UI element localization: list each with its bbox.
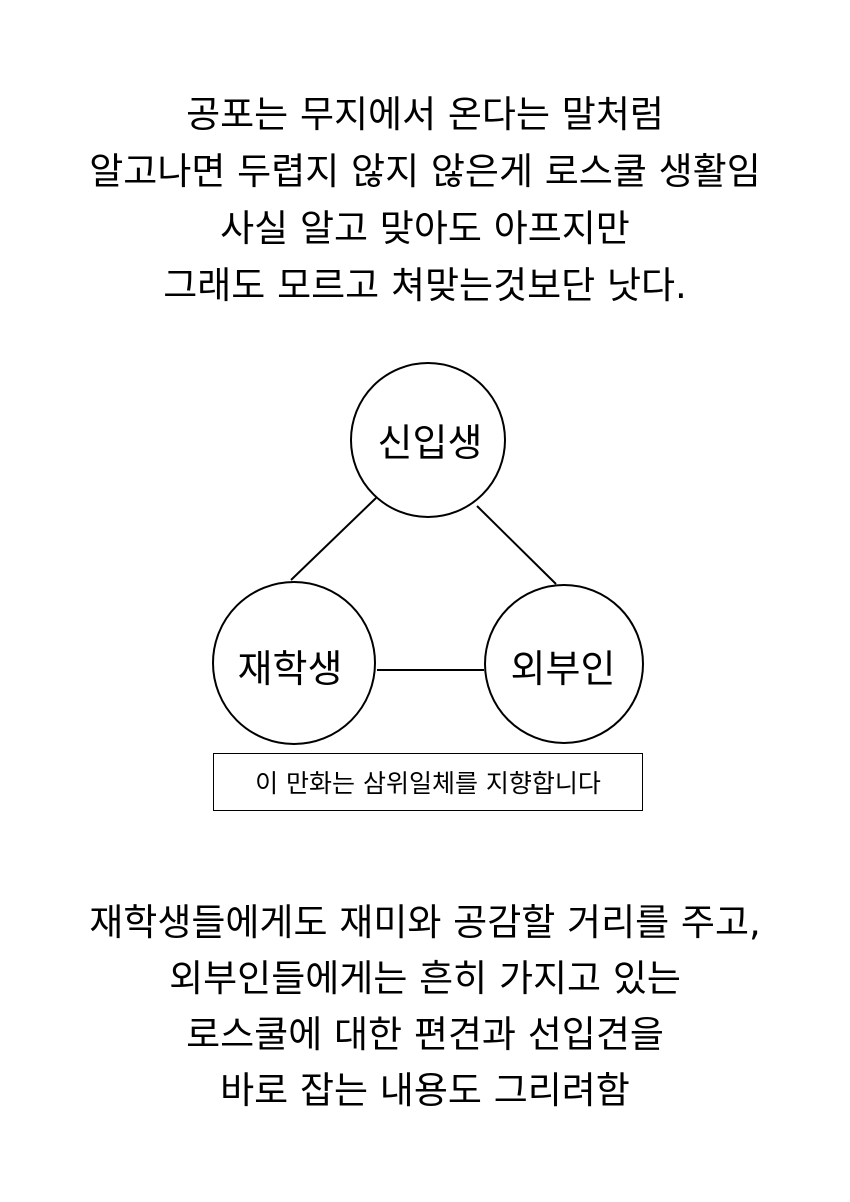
intro-paragraph: 공포는 무지에서 온다는 말처럼 알고나면 두렵지 않지 않은게 로스쿨 생활임… [0, 86, 850, 314]
intro-line-2: 알고나면 두렵지 않지 않은게 로스쿨 생활임 [89, 150, 761, 193]
outro-paragraph: 재학생들에게도 재미와 공감할 거리를 주고, 외부인들에게는 흔히 가지고 있… [0, 895, 850, 1119]
edge-top-left [290, 497, 377, 581]
node-right-label: 외부인 [511, 647, 616, 691]
node-left-label: 재학생 [238, 647, 343, 691]
outro-line-2: 외부인들에게는 흔히 가지고 있는 [169, 957, 681, 1000]
node-right-circle [484, 584, 644, 744]
node-left-circle [212, 581, 376, 745]
outro-line-3: 로스쿨에 대한 편견과 선입견을 [186, 1013, 664, 1056]
outro-line-1: 재학생들에게도 재미와 공감할 거리를 주고, [89, 901, 761, 944]
outro-line-4: 바로 잡는 내용도 그리려함 [220, 1069, 630, 1112]
caption-text: 이 만화는 삼위일체를 지향합니다 [255, 769, 601, 798]
intro-line-1: 공포는 무지에서 온다는 말처럼 [186, 93, 664, 136]
node-top-label: 신입생 [378, 421, 483, 465]
intro-line-3: 사실 알고 맞아도 아프지만 [220, 207, 630, 250]
edge-top-right [476, 505, 557, 585]
node-top-circle [350, 362, 506, 518]
intro-line-4: 그래도 모르고 쳐맞는것보단 낫다. [163, 264, 687, 307]
caption-box: 이 만화는 삼위일체를 지향합니다 [213, 753, 643, 811]
